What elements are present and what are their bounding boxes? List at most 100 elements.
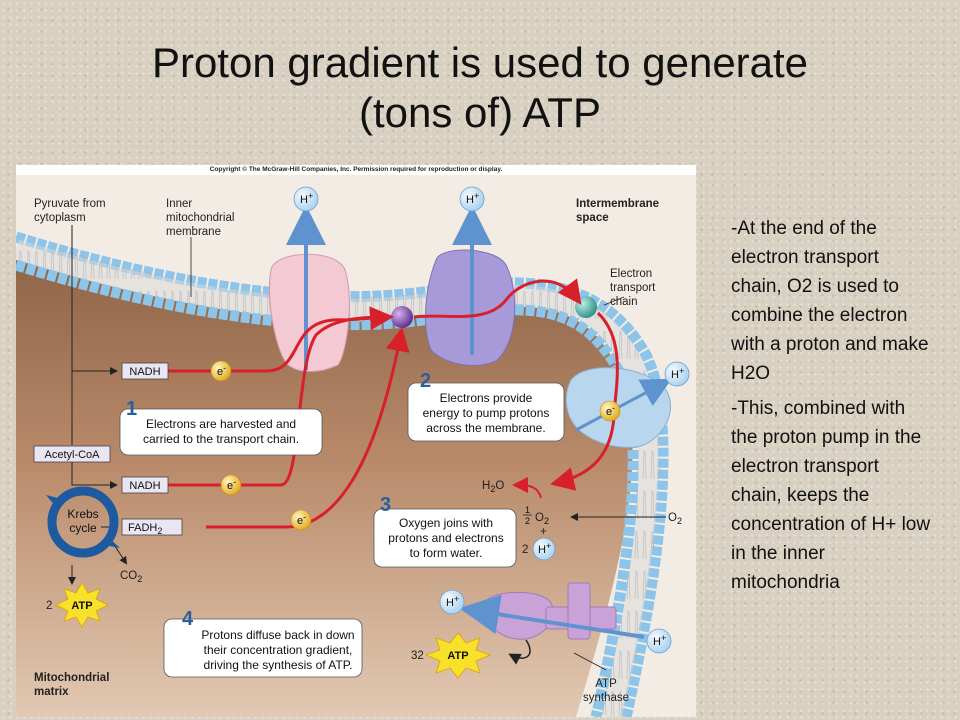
acetyl-coa-label: Acetyl-CoA [44, 449, 100, 461]
atp-synthase-label-1: ATP [595, 678, 617, 690]
fadh2-tag [121, 518, 183, 536]
h-plus-ion-6: H+ [646, 628, 672, 654]
svg-text:e-: e- [227, 477, 236, 492]
step-2-number: 2 [420, 370, 431, 392]
etc-diagram: Krebs cycle NADH Acetyl-CoA NADH FADH2 e… [16, 165, 696, 717]
h-plus-ion-4: H+ [532, 537, 556, 561]
matrix-label-2: matrix [34, 686, 69, 698]
water-formation-arrow [512, 477, 542, 499]
h-plus-ion-2: H+ [459, 186, 485, 212]
krebs-label-1: Krebs [67, 507, 98, 521]
electron-path-nadh-1 [156, 306, 394, 373]
electron-path-nadh-2 [156, 315, 389, 487]
fadh2-subscript: 2 [157, 526, 162, 536]
step-2-line-3: across the membrane. [426, 421, 545, 435]
fadh2-label: FADH [128, 522, 157, 534]
atp-burst-large: ATP [424, 632, 492, 679]
krebs-cycle-ring [47, 486, 119, 558]
step-1-line-2: carried to the transport chain. [143, 432, 299, 446]
two-h-count: 2 [522, 544, 528, 556]
svg-text:H+: H+ [671, 366, 684, 381]
svg-text:1: 1 [525, 505, 530, 515]
plus-sign: + [540, 526, 547, 538]
copyright-notice: Copyright © The McGraw-Hill Companies, I… [209, 166, 503, 173]
svg-text:ATP: ATP [71, 600, 92, 612]
step-3: 3 Oxygen joins with protons and electron… [373, 494, 517, 568]
notes-panel: -At the end of the electron transport ch… [731, 214, 931, 603]
atp-burst-small: ATP [55, 582, 109, 628]
svg-text:e-: e- [297, 512, 306, 527]
step-3-line-2: protons and electrons [388, 531, 503, 545]
step-1-number: 1 [126, 398, 137, 420]
step-4: 4 Protons diffuse back in down their con… [163, 608, 363, 678]
atp-count-large: 32 [411, 650, 424, 662]
h-plus-ion-5: H+ [439, 589, 465, 615]
svg-text:2: 2 [525, 516, 530, 526]
nadh-tag-1-label: NADH [129, 366, 160, 378]
note-2: -This, combined with the proton pump in … [731, 398, 931, 593]
electron-2: e- [220, 474, 242, 496]
step-4-line-1: Protons diffuse back in down [201, 628, 354, 642]
step-4-line-3: driving the synthesis of ATP. [204, 658, 353, 672]
svg-text:H+: H+ [300, 191, 313, 206]
acetyl-coa-tag [33, 445, 111, 463]
intermembrane-label-2: space [576, 212, 609, 224]
svg-text:FADH2: FADH2 [128, 522, 162, 536]
co2-label: CO2 [120, 570, 142, 584]
proton-diffuse-arrow [459, 594, 645, 639]
atp-count-small: 2 [46, 600, 52, 612]
proton-pump-arrow-3 [575, 378, 672, 432]
title-line-1: Proton gradient is used to generate [151, 39, 809, 86]
pyruvate-label-1: Pyruvate from [34, 198, 106, 210]
etc-label-2: transport [610, 282, 656, 294]
h-plus-ion-3: H+ [664, 361, 690, 387]
step-3-line-1: Oxygen joins with [399, 516, 493, 530]
title-line-2: (tons of) ATP [359, 89, 601, 136]
svg-text:H+: H+ [538, 541, 551, 556]
h2o-label: H2O [482, 480, 504, 494]
inner-membrane-label-1: Inner [166, 198, 192, 210]
electron-3: e- [290, 509, 312, 531]
h-plus-ion-1: H+ [293, 186, 319, 212]
pyruvate-label-2: cytoplasm [34, 212, 86, 224]
electron-path-complex-iii [413, 278, 582, 319]
svg-text:O2: O2 [535, 512, 549, 526]
electron-1: e- [210, 360, 232, 382]
nadh-tag-2 [121, 476, 169, 494]
o2-label: O2 [668, 512, 682, 526]
step-4-number: 4 [182, 608, 194, 630]
inner-membrane-label-2: mitochondrial [166, 212, 234, 224]
membrane-outer-heads [16, 231, 669, 717]
step-1: 1 Electrons are harvested and carried to… [119, 398, 323, 456]
svg-text:H+: H+ [446, 594, 459, 609]
svg-text:ATP: ATP [447, 650, 468, 662]
step-3-number: 3 [380, 494, 391, 516]
etc-label-3: chain [610, 296, 638, 308]
ubiquinone-carrier [391, 306, 413, 328]
slide-title: Proton gradient is used to generate (ton… [60, 38, 900, 138]
diagram-canvas: Krebs cycle NADH Acetyl-CoA NADH FADH2 e… [16, 175, 696, 717]
half-o2-label: 1 2 O2 [523, 505, 549, 526]
membrane-inner-heads [16, 259, 639, 717]
electron-4: e- [599, 400, 621, 422]
step-2: 2 Electrons provide energy to pump proto… [407, 370, 565, 442]
svg-text:H+: H+ [466, 191, 479, 206]
svg-text:e-: e- [217, 363, 226, 378]
inner-membrane-label-3: membrane [166, 226, 221, 238]
atp-synthase-rotor [567, 582, 591, 640]
etc-label-1: Electron [610, 268, 652, 280]
atp-synthase-label-2: synthase [583, 692, 629, 704]
nadh-tag-2-label: NADH [129, 480, 160, 492]
step-4-line-2: their concentration gradient, [204, 643, 353, 657]
intermembrane-label-1: Intermembrane [576, 198, 659, 210]
step-3-line-3: to form water. [410, 546, 483, 560]
nadh-tag-1 [121, 362, 169, 380]
step-2-line-2: energy to pump protons [423, 406, 550, 420]
step-2-line-1: Electrons provide [440, 391, 533, 405]
note-1: -At the end of the electron transport ch… [731, 218, 929, 384]
step-1-line-1: Electrons are harvested and [146, 417, 296, 431]
krebs-label-2: cycle [69, 521, 97, 535]
matrix-label-1: Mitochondrial [34, 672, 109, 684]
complex-i [268, 253, 350, 372]
svg-text:e-: e- [606, 403, 615, 418]
